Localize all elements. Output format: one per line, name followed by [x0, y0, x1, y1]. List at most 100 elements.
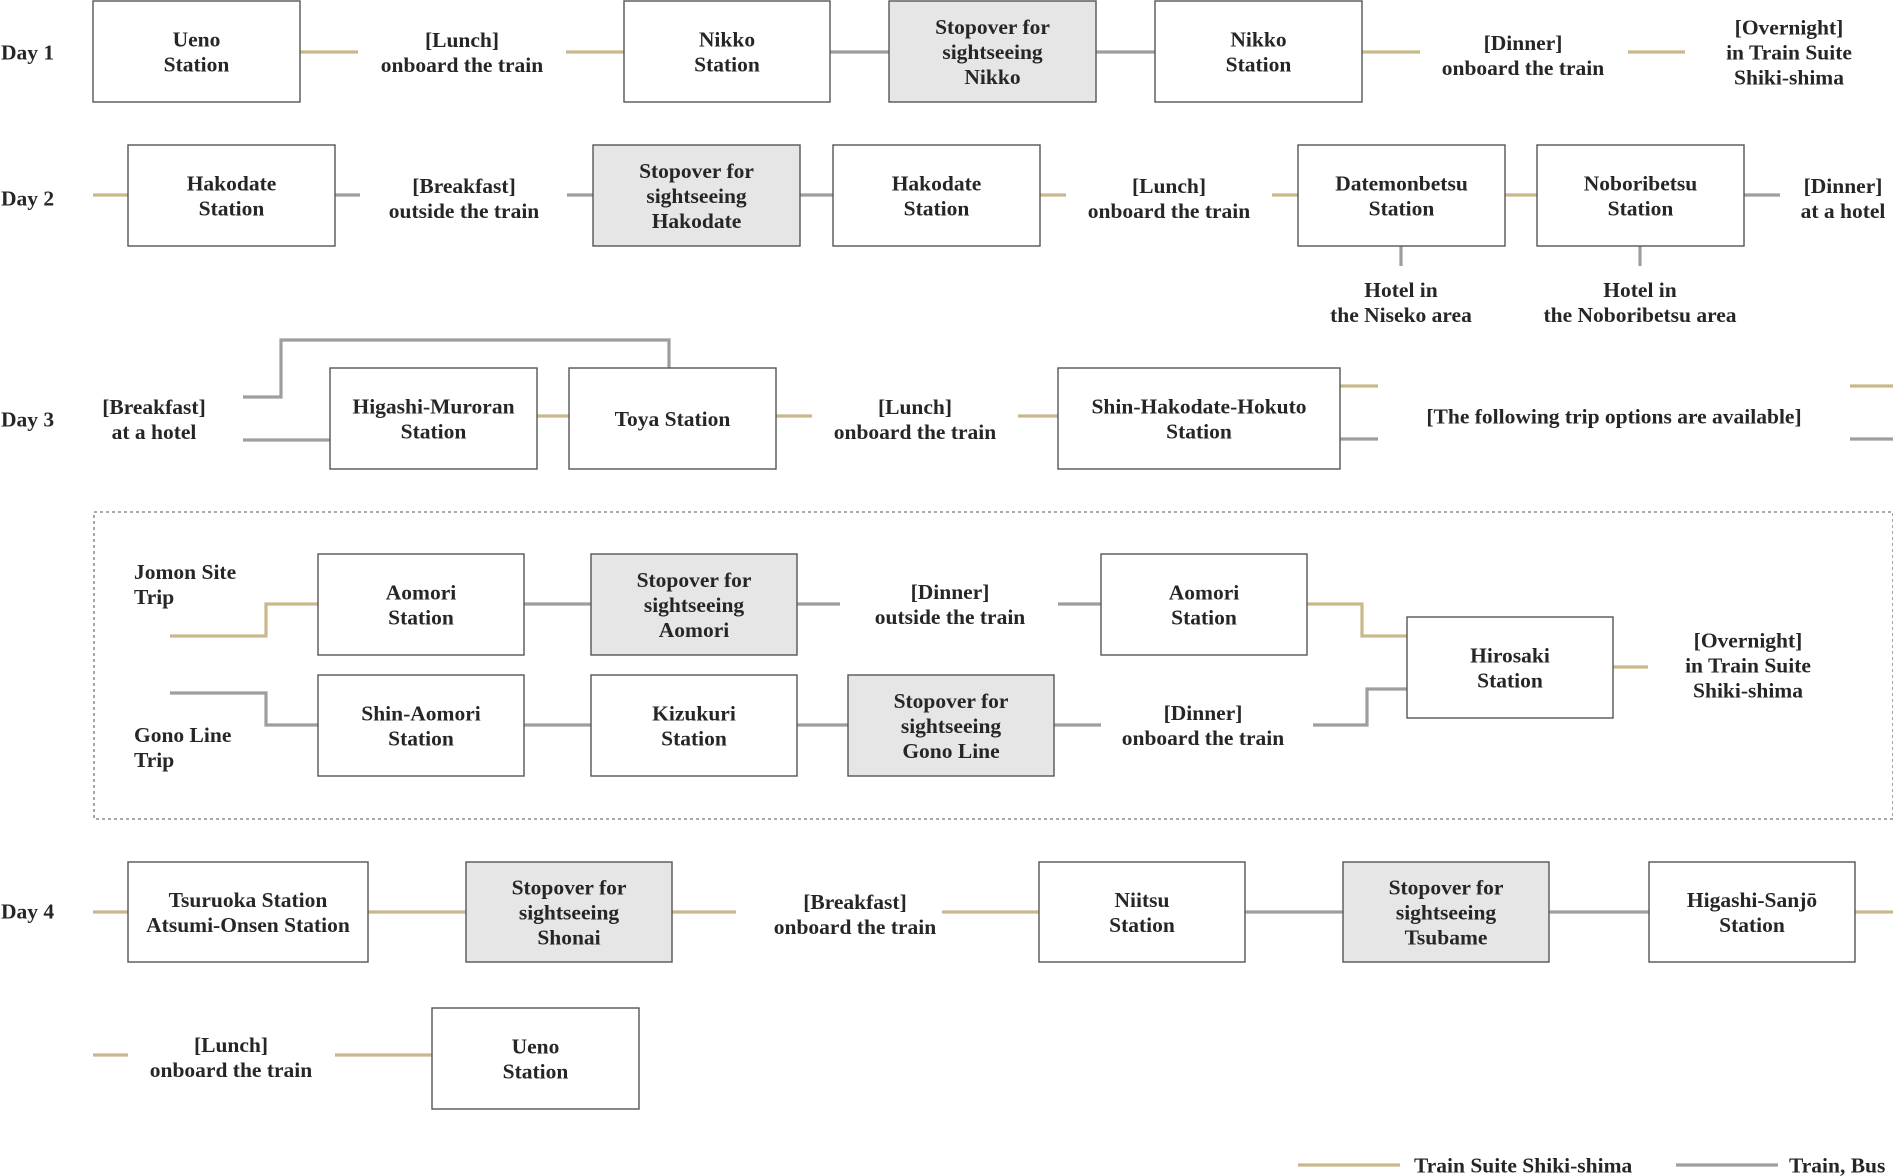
- text-line: [Breakfast]: [102, 395, 206, 419]
- text-line: Ueno: [512, 1035, 560, 1059]
- d4-lunch-label: [Lunch]onboard the train: [150, 1033, 313, 1082]
- text-line: Stopover for: [894, 689, 1009, 713]
- day-label-d1: Day 1: [1, 41, 54, 65]
- box-frame: [127, 144, 336, 247]
- d2-lunch-label: [Lunch]onboard the train: [1088, 174, 1251, 223]
- text-line: Nikko: [964, 65, 1020, 89]
- text-line: onboard the train: [1442, 56, 1605, 80]
- box-frame: [329, 367, 538, 470]
- text-line: Trip: [134, 748, 174, 772]
- d2-dinner-label: [Dinner]at a hotel: [1801, 174, 1886, 223]
- text-line: Station: [1226, 53, 1292, 77]
- box-frame: [1038, 861, 1246, 963]
- text-line: Station: [1719, 913, 1785, 937]
- d4-breakfast-label: [Breakfast]onboard the train: [774, 890, 937, 939]
- box-frame: [847, 674, 1055, 777]
- box-frame: [1406, 616, 1614, 719]
- legend-train-label: Train, Bus: [1789, 1154, 1885, 1176]
- text-line: Station: [1166, 420, 1232, 444]
- box-frame: [92, 0, 301, 103]
- text-line: Station: [1477, 669, 1543, 693]
- text-line: Station: [1608, 197, 1674, 221]
- box-frame: [1342, 861, 1550, 963]
- text-line: Kizukuri: [652, 702, 736, 726]
- text-line: Higashi-Sanjō: [1687, 888, 1817, 912]
- box-frame: [317, 674, 525, 777]
- text-line: [Lunch]: [194, 1033, 268, 1057]
- text-line: Hakodate: [187, 172, 277, 196]
- connector-lines: [93, 50, 1893, 1057]
- train-bus-line: [243, 338, 671, 399]
- text-line: sightseeing: [1396, 901, 1497, 925]
- text-line: sightseeing: [646, 184, 747, 208]
- day-label-d3: Day 3: [1, 408, 54, 432]
- box-frame: [1057, 367, 1341, 470]
- text-line: Station: [1171, 606, 1237, 630]
- legend-shiki-label: Train Suite Shiki-shima: [1414, 1154, 1632, 1176]
- shiki-route-line: [170, 602, 318, 638]
- shiki-route-line: [1307, 602, 1407, 638]
- box-frame: [1536, 144, 1745, 247]
- text-line: at a hotel: [1801, 199, 1886, 223]
- day-label-d4: Day 4: [1, 900, 54, 924]
- d3-toya-box: Toya Station: [568, 367, 777, 470]
- text-line: Hotel in: [1603, 278, 1676, 302]
- text-line: Aomori: [1169, 581, 1239, 605]
- text-line: Shonai: [537, 926, 600, 950]
- text-line: [The following trip options are availabl…: [1426, 405, 1801, 429]
- text-line: Datemonbetsu: [1335, 172, 1468, 196]
- text-line: Toya Station: [615, 407, 731, 431]
- d3-lunch-label: [Lunch]onboard the train: [834, 395, 997, 444]
- box-frame: [590, 553, 798, 656]
- text-line: Stopover for: [512, 876, 627, 900]
- text-line: onboard the train: [1088, 199, 1251, 223]
- box-frame: [888, 0, 1097, 103]
- text-line: Station: [388, 606, 454, 630]
- text-line: [Breakfast]: [803, 890, 907, 914]
- text-line: Station: [904, 197, 970, 221]
- box-frame: [623, 0, 831, 103]
- train-bus-line: [170, 691, 318, 727]
- text-line: [Lunch]: [425, 28, 499, 52]
- d1-lunch-label: [Lunch]onboard the train: [381, 28, 544, 77]
- text-line: Nikko: [699, 28, 755, 52]
- text-line: [Lunch]: [878, 395, 952, 419]
- text-line: at a hotel: [112, 420, 197, 444]
- d1-dinner-label: [Dinner]onboard the train: [1442, 31, 1605, 80]
- text-line: [Dinner]: [911, 580, 990, 604]
- text-line: Hotel in: [1364, 278, 1437, 302]
- text-line: Tsubame: [1405, 926, 1488, 950]
- text-line: Hakodate: [652, 209, 742, 233]
- d3-breakfast-label: [Breakfast]at a hotel: [102, 395, 206, 444]
- opt-dinner-on-label: [Dinner]onboard the train: [1122, 701, 1285, 750]
- text-line: the Niseko area: [1330, 303, 1472, 327]
- box-frame: [431, 1007, 640, 1110]
- box-frame: [317, 553, 525, 656]
- text-line: Stopover for: [639, 159, 754, 183]
